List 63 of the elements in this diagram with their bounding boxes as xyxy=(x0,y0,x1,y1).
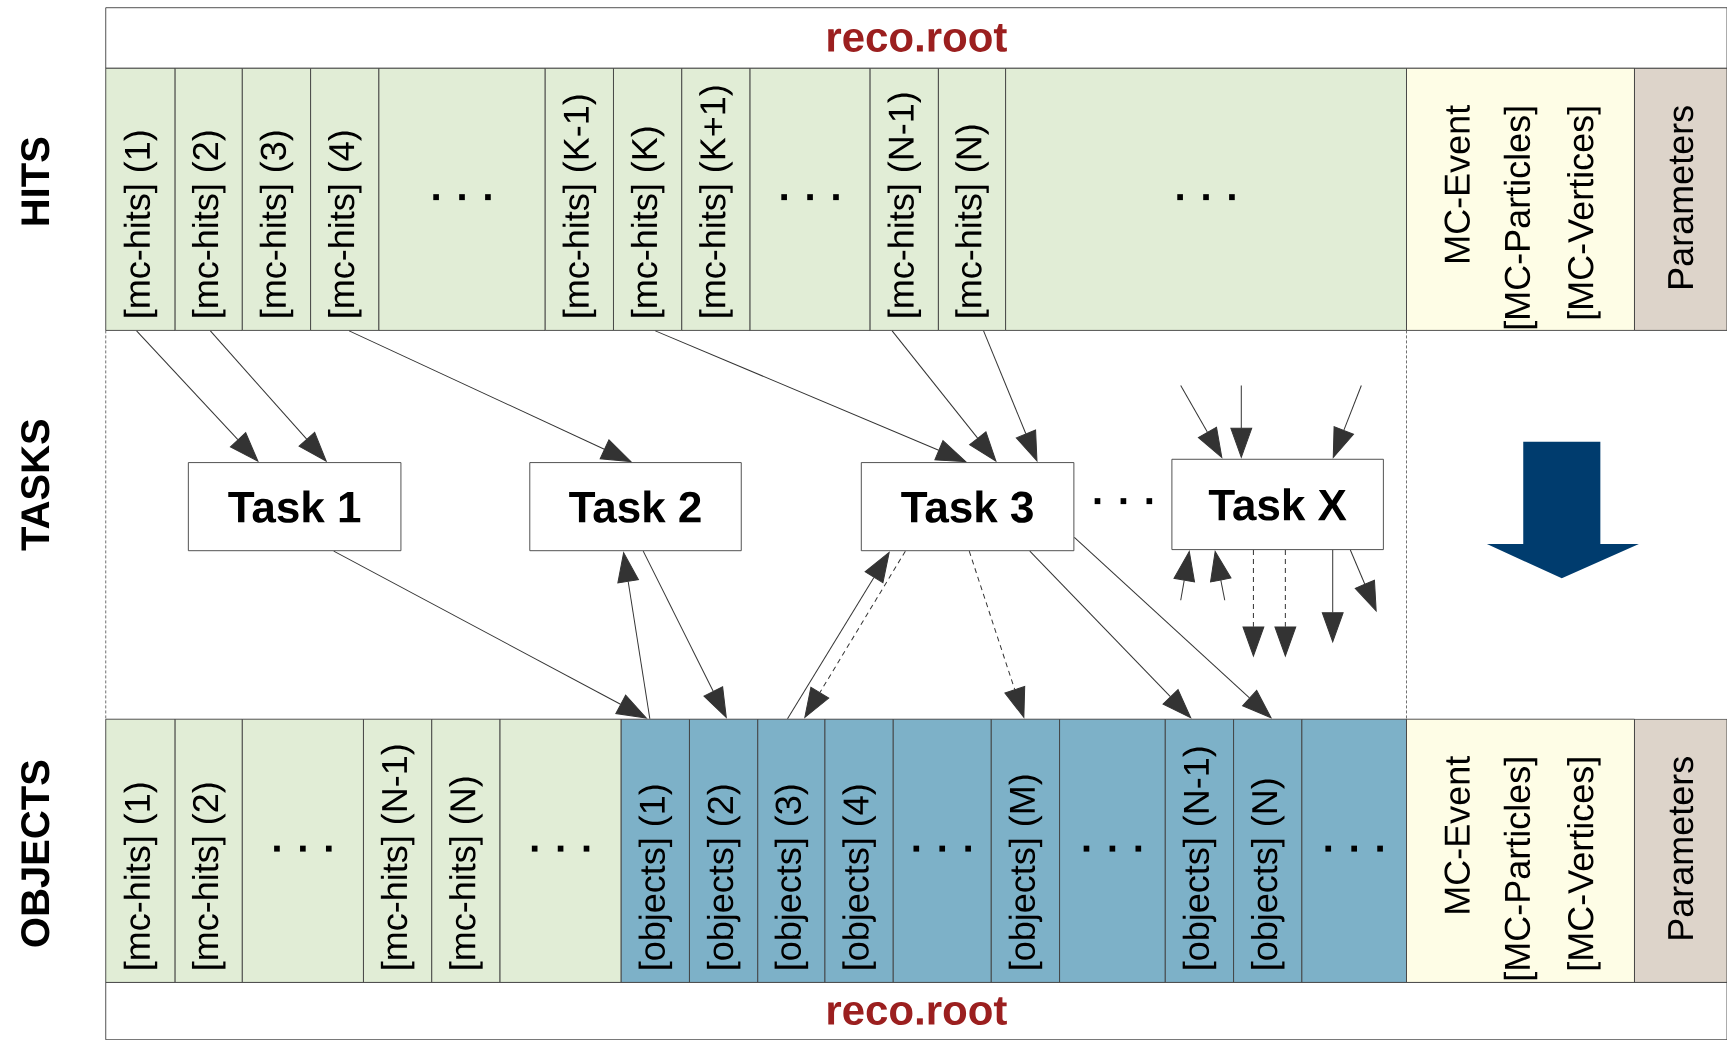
data-column: [mc-hits] (N) xyxy=(431,718,501,983)
arrow xyxy=(617,552,651,720)
data-column: [mc-hits] (1) xyxy=(105,718,176,983)
ellipsis-column: . . . xyxy=(499,718,622,983)
data-column: [mc-hits] (N-1) xyxy=(869,67,939,331)
data-column: [objects] (4) xyxy=(824,718,894,983)
data-column: [mc-hits] (K) xyxy=(613,67,683,331)
ellipsis: . . . xyxy=(1094,498,1153,505)
arrow xyxy=(1332,385,1362,458)
data-column: [objects] (3) xyxy=(757,718,826,983)
arrow xyxy=(136,330,259,462)
data-column: [objects] (2) xyxy=(689,718,759,983)
arrow xyxy=(1073,537,1272,719)
arrow xyxy=(1230,385,1253,458)
arrow xyxy=(1274,549,1297,657)
row-label: TASKS xyxy=(21,419,50,551)
data-column: [mc-hits] (4) xyxy=(310,67,380,331)
ellipsis-column: . . . xyxy=(241,718,364,983)
arrow xyxy=(333,550,647,719)
data-column: [mc-hits] (K-1) xyxy=(544,67,614,331)
info-column: MC-Event [MC-Particles] [MC-Vertices] xyxy=(1406,718,1635,983)
data-column: [objects] (M) xyxy=(990,718,1060,983)
data-column: [objects] (1) xyxy=(620,718,690,983)
arrow xyxy=(642,550,727,718)
arrow xyxy=(348,330,632,462)
info-column: Parameters xyxy=(1634,718,1727,983)
arrow xyxy=(209,330,327,462)
info-column: MC-Event [MC-Particles] [MC-Vertices] xyxy=(1406,67,1635,331)
arrow xyxy=(1349,549,1377,612)
arrow xyxy=(1180,385,1223,459)
row-label: HITS xyxy=(21,137,50,225)
data-column: [mc-hits] (2) xyxy=(174,67,243,331)
arrow xyxy=(654,330,967,463)
arrow xyxy=(968,550,1026,718)
data-column: [mc-hits] (K+1) xyxy=(681,67,751,331)
task-box: Task 1 xyxy=(187,462,402,552)
data-column: [mc-hits] (N-1) xyxy=(363,718,433,983)
arrow xyxy=(891,330,997,462)
task-box: Task 2 xyxy=(529,462,742,552)
ellipsis-column: . . . xyxy=(1059,718,1166,983)
data-column: [mc-hits] (N) xyxy=(937,67,1007,331)
arrow xyxy=(1321,549,1344,643)
arrow xyxy=(1173,551,1195,601)
arrow xyxy=(983,330,1038,462)
arrow xyxy=(804,550,906,718)
info-column: Parameters xyxy=(1634,67,1727,331)
ellipsis-column: . . . xyxy=(749,67,871,331)
arrow xyxy=(787,551,890,720)
row-label: OBJECTS xyxy=(21,760,50,947)
ellipsis-column: . . . xyxy=(1301,718,1407,983)
file-name-band: reco.root xyxy=(105,982,1727,1040)
data-column: [objects] (N-1) xyxy=(1164,718,1235,983)
ellipsis-column: . . . xyxy=(892,718,992,983)
data-column: [mc-hits] (3) xyxy=(241,67,312,331)
arrow xyxy=(1210,551,1232,601)
data-column: [mc-hits] (1) xyxy=(105,67,176,331)
task-box: Task 3 xyxy=(860,462,1075,552)
task-box: Task X xyxy=(1171,458,1384,551)
arrow xyxy=(1242,549,1265,657)
arrow xyxy=(1029,550,1192,719)
file-name-band: reco.root xyxy=(105,7,1727,69)
data-column: [objects] (N) xyxy=(1233,718,1303,983)
data-column: [mc-hits] (2) xyxy=(174,718,243,983)
